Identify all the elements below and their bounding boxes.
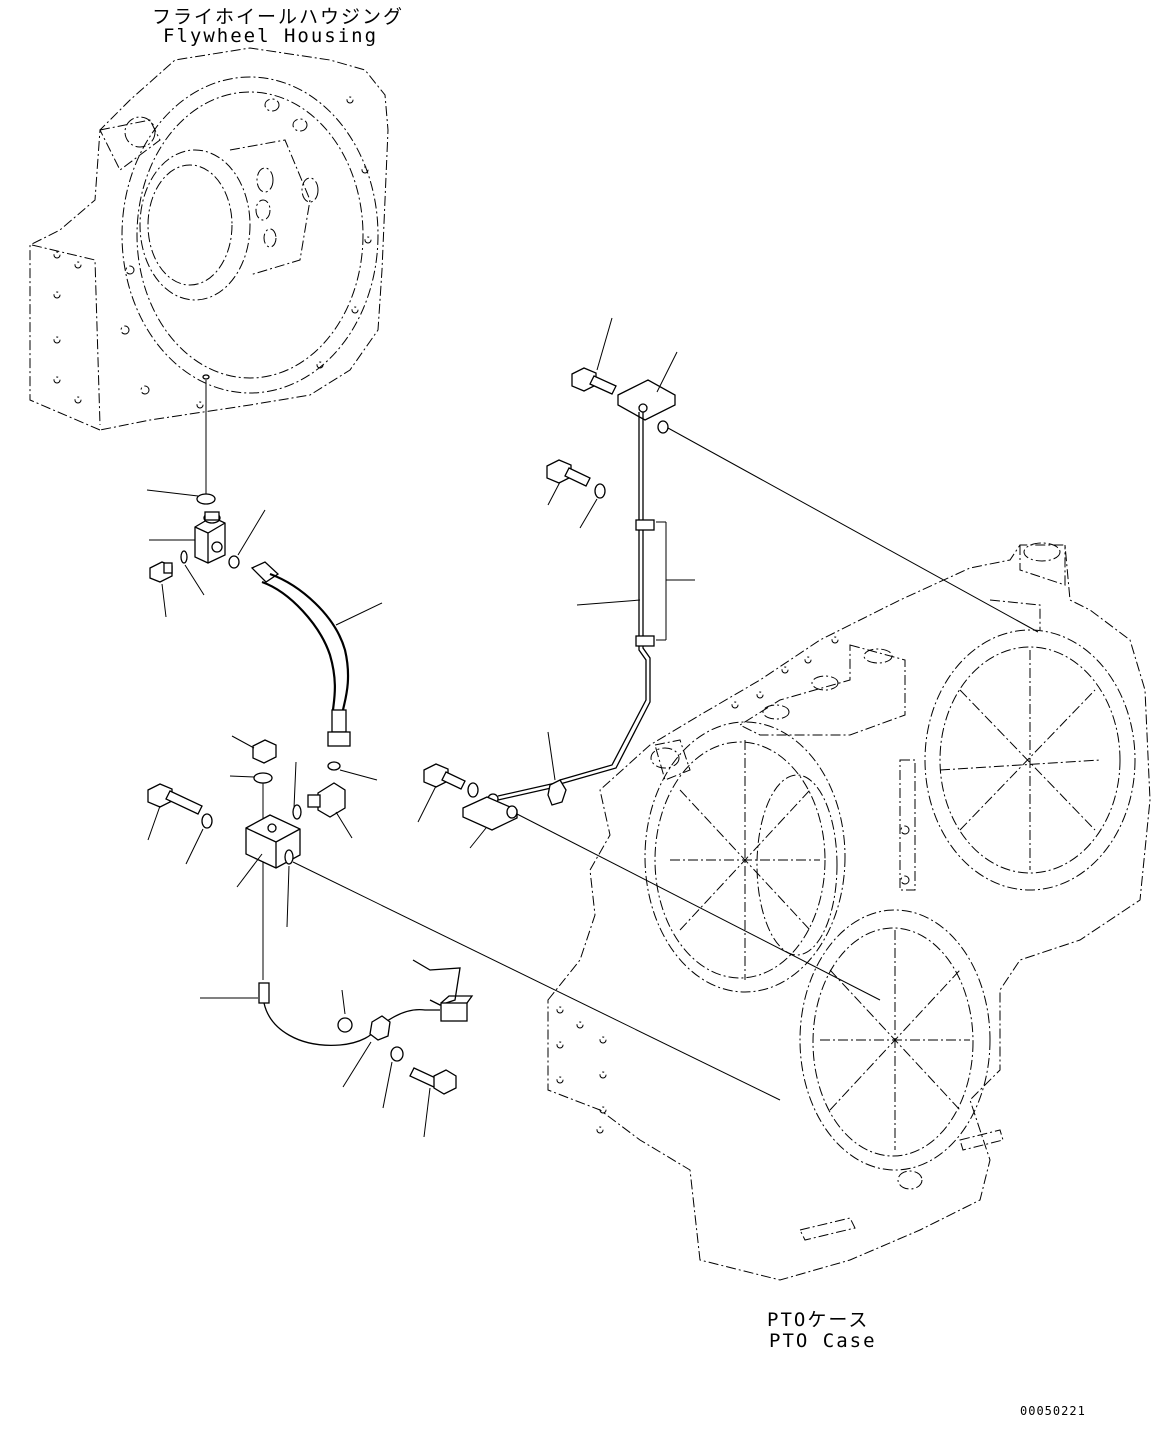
bracket-upper	[617, 351, 678, 434]
flywheel-housing	[29, 47, 389, 431]
hose	[250, 561, 383, 747]
connector	[412, 959, 474, 1022]
clip-tube	[547, 731, 567, 806]
flywheel-housing-label-jp: フライホイールハウジング	[152, 6, 405, 28]
clip	[337, 989, 391, 1088]
plug	[149, 561, 173, 618]
bolt-tube	[417, 763, 479, 823]
tube-assembly	[487, 412, 695, 805]
drawing-number: 00050221	[1020, 1404, 1086, 1418]
pto-case-label-en: PTO Case	[769, 1330, 877, 1352]
assembly-line-2	[667, 427, 1039, 633]
flywheel-housing-label-en: Flywheel Housing	[163, 25, 379, 47]
elbow-fitting-2	[307, 761, 378, 839]
o-ring-block-side	[284, 761, 302, 928]
o-ring-block	[229, 772, 273, 784]
bolt-left	[147, 783, 213, 865]
o-ring-top	[146, 489, 216, 505]
pto-case-label-jp: PTOケース	[767, 1309, 870, 1331]
plug-small	[231, 735, 277, 764]
assembly-line-3	[516, 813, 881, 1001]
wire-harness	[200, 982, 440, 1046]
pto-case	[547, 542, 1151, 1281]
elbow-fitting	[149, 511, 226, 564]
assembly-line-1	[292, 861, 781, 1101]
bolt-middle	[546, 459, 606, 529]
bracket-lower	[462, 796, 518, 849]
o-ring-side	[180, 509, 266, 596]
bolt-lower	[382, 1046, 457, 1138]
